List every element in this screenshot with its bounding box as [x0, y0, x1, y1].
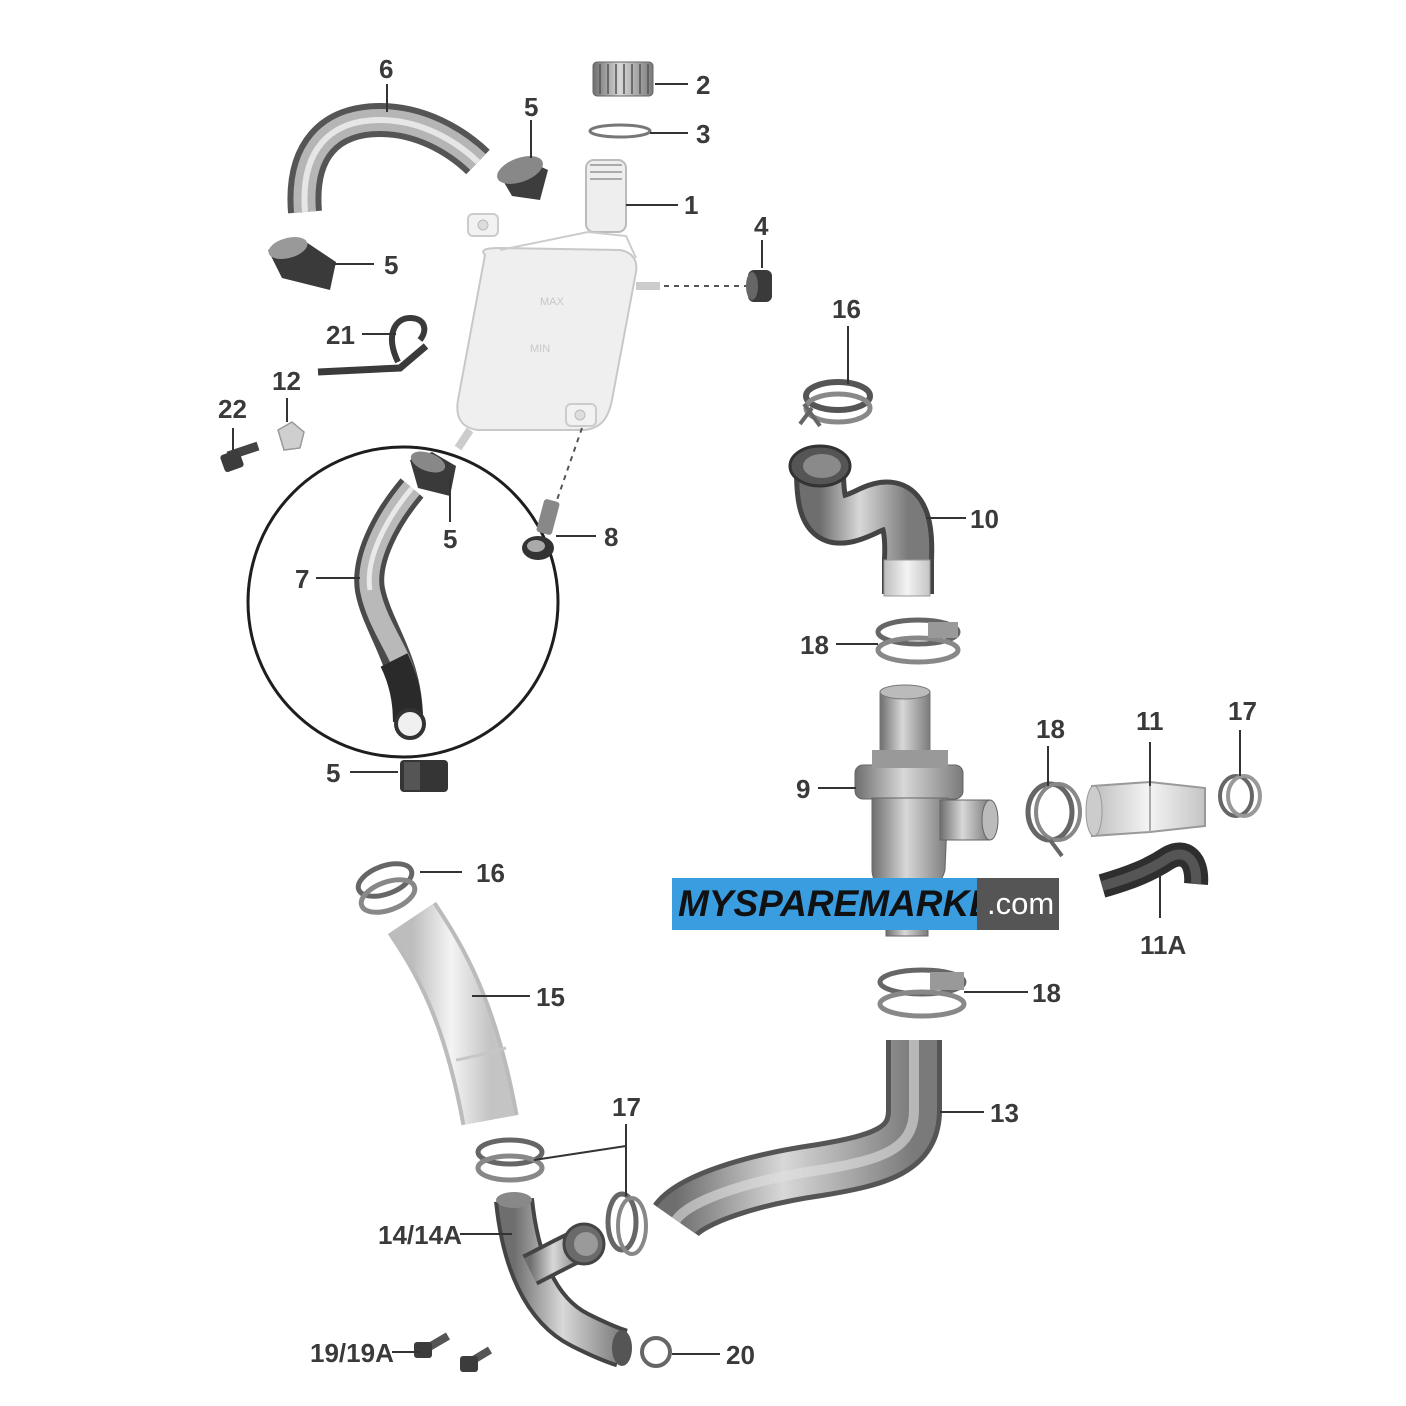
label-5-left: 5 [384, 250, 398, 280]
bolt-22 [220, 441, 260, 473]
clamp-17-lower-a [475, 1137, 545, 1183]
clamp-17-right [1218, 774, 1262, 818]
label-5-bottom: 5 [326, 758, 340, 788]
clip-5-bottom [400, 760, 448, 792]
label-2: 2 [696, 70, 710, 100]
thermostat-housing-9 [854, 684, 999, 937]
clamp-17-lower-b [605, 1191, 648, 1256]
leader-lines [232, 83, 1241, 1355]
clamp-16-top [798, 379, 873, 428]
overflow-hose-6 [287, 102, 490, 214]
clamp-18-lower [877, 967, 967, 1019]
seal-ring-3 [588, 123, 652, 139]
nipple-8 [522, 499, 560, 560]
label-18-upper: 18 [800, 630, 829, 660]
label-1: 1 [684, 190, 698, 220]
callouts: 6 5 2 3 1 4 5 21 12 22 5 8 7 16 10 18 18… [218, 54, 1257, 1370]
hose-7 [354, 478, 426, 740]
water-pump-pipe-14 [494, 1192, 632, 1368]
label-14: 14/14A [378, 1220, 462, 1250]
label-4: 4 [754, 211, 769, 241]
label-13: 13 [990, 1098, 1019, 1128]
label-11: 11 [1136, 706, 1164, 736]
o-ring-20 [640, 1336, 672, 1368]
label-3: 3 [696, 119, 710, 149]
label-19: 19/19A [310, 1338, 394, 1368]
label-18-lower: 18 [1032, 978, 1061, 1008]
hose-15 [387, 901, 519, 1126]
bypass-hose-11 [1085, 780, 1206, 838]
label-20: 20 [726, 1340, 755, 1370]
label-9: 9 [796, 774, 810, 804]
label-21: 21 [326, 320, 355, 350]
clamp-16-left [355, 861, 418, 915]
label-5-mid: 5 [443, 524, 457, 554]
grommet-4 [746, 270, 772, 302]
label-12: 12 [272, 366, 301, 396]
label-6: 6 [379, 54, 393, 84]
filler-cap-2 [592, 61, 654, 97]
label-11A: 11A [1140, 930, 1186, 960]
clip-5-left [268, 237, 336, 290]
watermark-brand: MYSPAREMARKET [672, 878, 1017, 930]
bolts-19 [414, 1332, 493, 1372]
watermark-tld: .com [977, 878, 1059, 930]
label-8: 8 [604, 522, 618, 552]
watermark-banner: MYSPAREMARKET .com [672, 878, 1059, 930]
label-17-right: 17 [1228, 696, 1257, 726]
label-16-left: 16 [476, 858, 505, 888]
svg-text:MAX: MAX [540, 296, 565, 308]
clamp-18-right [1025, 781, 1082, 858]
label-15: 15 [536, 982, 565, 1012]
bracket-21 [317, 314, 429, 376]
expansion-tank-1: MAX MIN [454, 159, 660, 451]
label-17-lower: 17 [612, 1092, 641, 1122]
elbow-hose-10 [788, 444, 935, 597]
highlight-circle [246, 445, 560, 759]
label-18-right: 18 [1036, 714, 1065, 744]
clip-nut-12 [277, 421, 305, 451]
bypass-hose-11A [1098, 842, 1209, 898]
label-10: 10 [970, 504, 999, 534]
clip-5-top [497, 156, 548, 200]
clamp-18-upper [875, 617, 961, 665]
clip-5-mid [410, 451, 456, 496]
lower-hose-13 [653, 1040, 942, 1239]
label-7: 7 [295, 564, 309, 594]
label-5-top: 5 [524, 92, 538, 122]
label-22: 22 [218, 394, 247, 424]
label-16-top: 16 [832, 294, 861, 324]
svg-text:MIN: MIN [530, 343, 550, 355]
